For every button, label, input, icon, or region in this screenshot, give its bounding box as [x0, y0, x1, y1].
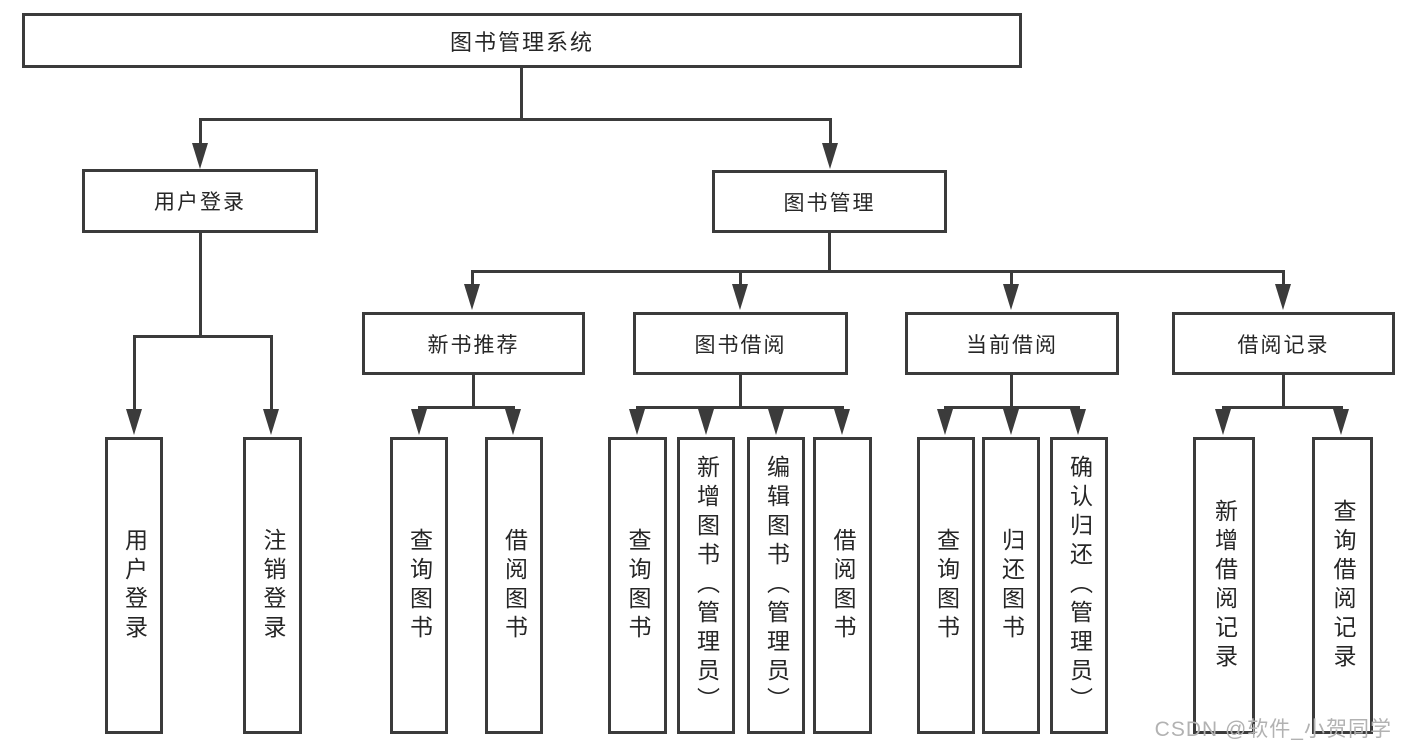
- leaf-label: 查询借阅记录: [1330, 498, 1356, 673]
- arrowhead-down-icon: [1333, 409, 1349, 435]
- arrowhead-down-icon: [505, 409, 521, 435]
- connector-drop: [739, 270, 742, 288]
- connector-drop: [133, 335, 136, 413]
- arrowhead-down-icon: [192, 143, 208, 169]
- connector-bookmgmt-stem: [828, 233, 831, 273]
- node-label: 图书借阅: [694, 333, 787, 357]
- leaf-user-login: 用户登录: [105, 437, 163, 734]
- connector-bookborrow-rail: [636, 406, 843, 409]
- connector-drop: [1010, 270, 1013, 288]
- connector-borrowrecords-stem: [1282, 375, 1285, 409]
- connector-drop: [471, 270, 474, 288]
- leaf-query-borrow-record: 查询借阅记录: [1312, 437, 1373, 734]
- connector-bookmgmt-rail: [471, 270, 1284, 273]
- leaf-label: 用户登录: [121, 527, 148, 644]
- leaf-label: 借阅图书: [830, 527, 856, 644]
- connector-newbooks-rail: [418, 406, 515, 409]
- connector-userlogin-stem: [199, 233, 202, 337]
- leaf-query-books-2: 查询图书: [608, 437, 667, 734]
- node-label: 借阅记录: [1237, 333, 1330, 357]
- leaf-label: 注销登录: [260, 527, 286, 644]
- leaf-label: 借阅图书: [501, 527, 528, 644]
- node-library-management-system: 图书管理系统: [22, 13, 1022, 68]
- connector-root-rail: [199, 118, 831, 121]
- node-label: 图书管理系统: [449, 29, 594, 55]
- leaf-label: 编辑图书（管理员）: [763, 455, 790, 716]
- arrowhead-down-icon: [411, 409, 427, 435]
- arrowhead-down-icon: [698, 409, 714, 435]
- leaf-label: 查询图书: [406, 527, 433, 644]
- leaf-query-books-1: 查询图书: [390, 437, 448, 734]
- leaf-label: 查询图书: [933, 527, 960, 644]
- node-label: 新书推荐: [427, 333, 520, 357]
- arrowhead-down-icon: [834, 409, 850, 435]
- connector-root-stem: [520, 67, 523, 119]
- connector-currentborrow-stem: [1010, 375, 1013, 409]
- connector-borrowrecords-rail: [1222, 406, 1343, 409]
- leaf-label: 新增借阅记录: [1211, 498, 1238, 673]
- arrowhead-down-icon: [629, 409, 645, 435]
- leaf-borrow-books-1: 借阅图书: [485, 437, 543, 734]
- connector-drop: [199, 118, 202, 150]
- arrowhead-down-icon: [1070, 409, 1086, 435]
- leaf-borrow-books-2: 借阅图书: [813, 437, 872, 734]
- arrowhead-down-icon: [937, 409, 953, 435]
- node-new-book-recommend: 新书推荐: [362, 312, 585, 375]
- node-user-login: 用户登录: [82, 169, 318, 233]
- leaf-label: 新增图书（管理员）: [693, 455, 720, 716]
- arrowhead-down-icon: [1003, 284, 1019, 310]
- arrowhead-down-icon: [1003, 409, 1019, 435]
- connector-newbooks-stem: [472, 375, 475, 409]
- arrowhead-down-icon: [263, 409, 279, 435]
- arrowhead-down-icon: [1275, 284, 1291, 310]
- arrowhead-down-icon: [822, 143, 838, 169]
- leaf-label: 归还图书: [998, 527, 1025, 644]
- node-book-borrow: 图书借阅: [633, 312, 848, 375]
- arrowhead-down-icon: [1215, 409, 1231, 435]
- leaf-query-books-3: 查询图书: [917, 437, 975, 734]
- arrowhead-down-icon: [464, 284, 480, 310]
- connector-drop: [829, 118, 832, 150]
- connector-drop: [1282, 270, 1285, 288]
- csdn-watermark: CSDN @软件_小贺同学: [1154, 718, 1392, 741]
- connector-bookborrow-stem: [739, 375, 742, 409]
- leaf-add-books-admin: 新增图书（管理员）: [677, 437, 735, 734]
- node-book-management: 图书管理: [712, 170, 947, 233]
- leaf-logout: 注销登录: [243, 437, 302, 734]
- node-label: 图书管理: [783, 191, 876, 215]
- connector-userlogin-rail: [133, 335, 272, 338]
- arrowhead-down-icon: [126, 409, 142, 435]
- connector-drop: [270, 335, 273, 413]
- node-borrow-records: 借阅记录: [1172, 312, 1395, 375]
- node-label: 用户登录: [154, 191, 246, 214]
- node-label: 当前借阅: [966, 333, 1058, 357]
- node-current-borrow: 当前借阅: [905, 312, 1119, 375]
- leaf-label: 查询图书: [625, 527, 651, 644]
- leaf-add-borrow-record: 新增借阅记录: [1193, 437, 1255, 734]
- arrowhead-down-icon: [768, 409, 784, 435]
- leaf-return-books: 归还图书: [982, 437, 1040, 734]
- leaf-confirm-return-admin: 确认归还（管理员）: [1050, 437, 1108, 734]
- leaf-edit-books-admin: 编辑图书（管理员）: [747, 437, 805, 734]
- arrowhead-down-icon: [732, 284, 748, 310]
- leaf-label: 确认归还（管理员）: [1066, 455, 1093, 716]
